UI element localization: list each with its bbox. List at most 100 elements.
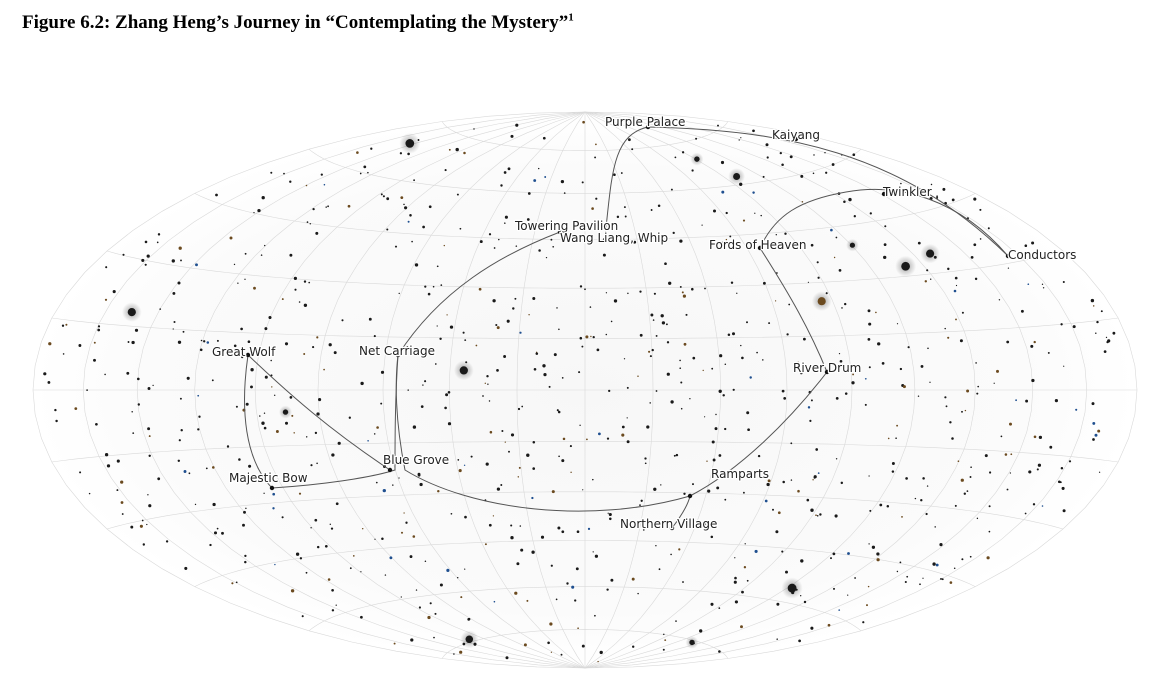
star xyxy=(446,568,450,572)
star xyxy=(381,537,384,540)
star xyxy=(969,555,972,558)
star xyxy=(459,366,468,375)
star xyxy=(716,486,720,490)
star xyxy=(650,209,653,211)
star xyxy=(733,173,741,180)
star xyxy=(969,476,972,478)
star xyxy=(608,512,612,517)
star xyxy=(825,292,828,295)
star xyxy=(1030,344,1034,348)
label-twinkler: Twinkler xyxy=(882,185,932,199)
star xyxy=(653,487,657,491)
star xyxy=(359,172,362,175)
star xyxy=(683,492,686,495)
star xyxy=(212,466,215,469)
star xyxy=(660,484,662,486)
star xyxy=(88,492,91,495)
star xyxy=(325,206,327,208)
star xyxy=(797,361,799,364)
star xyxy=(703,523,707,526)
star xyxy=(592,478,594,481)
star xyxy=(424,285,427,288)
star xyxy=(927,347,929,350)
star xyxy=(337,441,341,445)
star xyxy=(1049,445,1053,449)
star xyxy=(563,230,567,235)
star xyxy=(576,530,580,534)
star xyxy=(835,397,839,400)
star xyxy=(126,371,130,375)
star xyxy=(270,359,272,362)
star xyxy=(762,175,765,178)
star xyxy=(105,266,108,269)
star xyxy=(405,521,408,524)
star xyxy=(692,356,696,360)
star xyxy=(724,498,727,501)
star xyxy=(415,589,418,591)
star xyxy=(817,276,820,279)
star xyxy=(746,411,750,415)
star xyxy=(781,550,784,553)
star xyxy=(199,348,203,352)
star xyxy=(764,499,768,503)
star xyxy=(389,556,393,560)
star xyxy=(450,512,453,515)
star xyxy=(1047,351,1050,354)
star xyxy=(810,508,814,512)
star xyxy=(996,369,999,373)
star xyxy=(248,464,252,468)
label-blue-grove: Blue Grove xyxy=(383,453,449,467)
node-conductors xyxy=(1005,253,1011,259)
star xyxy=(586,438,588,441)
star xyxy=(320,173,323,176)
star xyxy=(797,489,800,493)
star xyxy=(626,417,628,419)
star xyxy=(924,280,927,283)
star xyxy=(1015,399,1017,402)
star xyxy=(455,147,459,152)
star xyxy=(954,276,958,280)
star xyxy=(639,290,642,293)
star xyxy=(427,615,431,620)
star xyxy=(1112,331,1116,335)
route-segment xyxy=(395,354,828,512)
star xyxy=(356,151,359,154)
star xyxy=(786,333,789,336)
star xyxy=(122,253,125,256)
star xyxy=(577,627,579,630)
star xyxy=(710,602,714,606)
star xyxy=(660,314,664,318)
star xyxy=(535,352,539,355)
star xyxy=(973,197,977,201)
star xyxy=(216,527,219,530)
star xyxy=(496,326,500,330)
star xyxy=(1054,399,1058,403)
star xyxy=(678,548,681,551)
star xyxy=(919,583,921,586)
parallel-line xyxy=(194,540,976,587)
star xyxy=(936,195,938,198)
star xyxy=(260,254,263,256)
star xyxy=(526,599,529,602)
star xyxy=(272,507,275,510)
star xyxy=(264,244,266,247)
star xyxy=(1106,340,1109,344)
parallel-line xyxy=(441,121,729,152)
star xyxy=(540,535,545,539)
star xyxy=(949,581,953,584)
star xyxy=(973,243,977,247)
star xyxy=(261,421,265,425)
star xyxy=(1100,310,1103,313)
star xyxy=(235,581,238,584)
star xyxy=(289,253,293,257)
star xyxy=(301,615,304,618)
star xyxy=(393,642,396,645)
star xyxy=(711,440,715,444)
star xyxy=(456,576,459,579)
star xyxy=(456,193,459,196)
star xyxy=(810,243,814,247)
star xyxy=(585,335,589,339)
star xyxy=(323,368,325,371)
star xyxy=(963,492,966,495)
